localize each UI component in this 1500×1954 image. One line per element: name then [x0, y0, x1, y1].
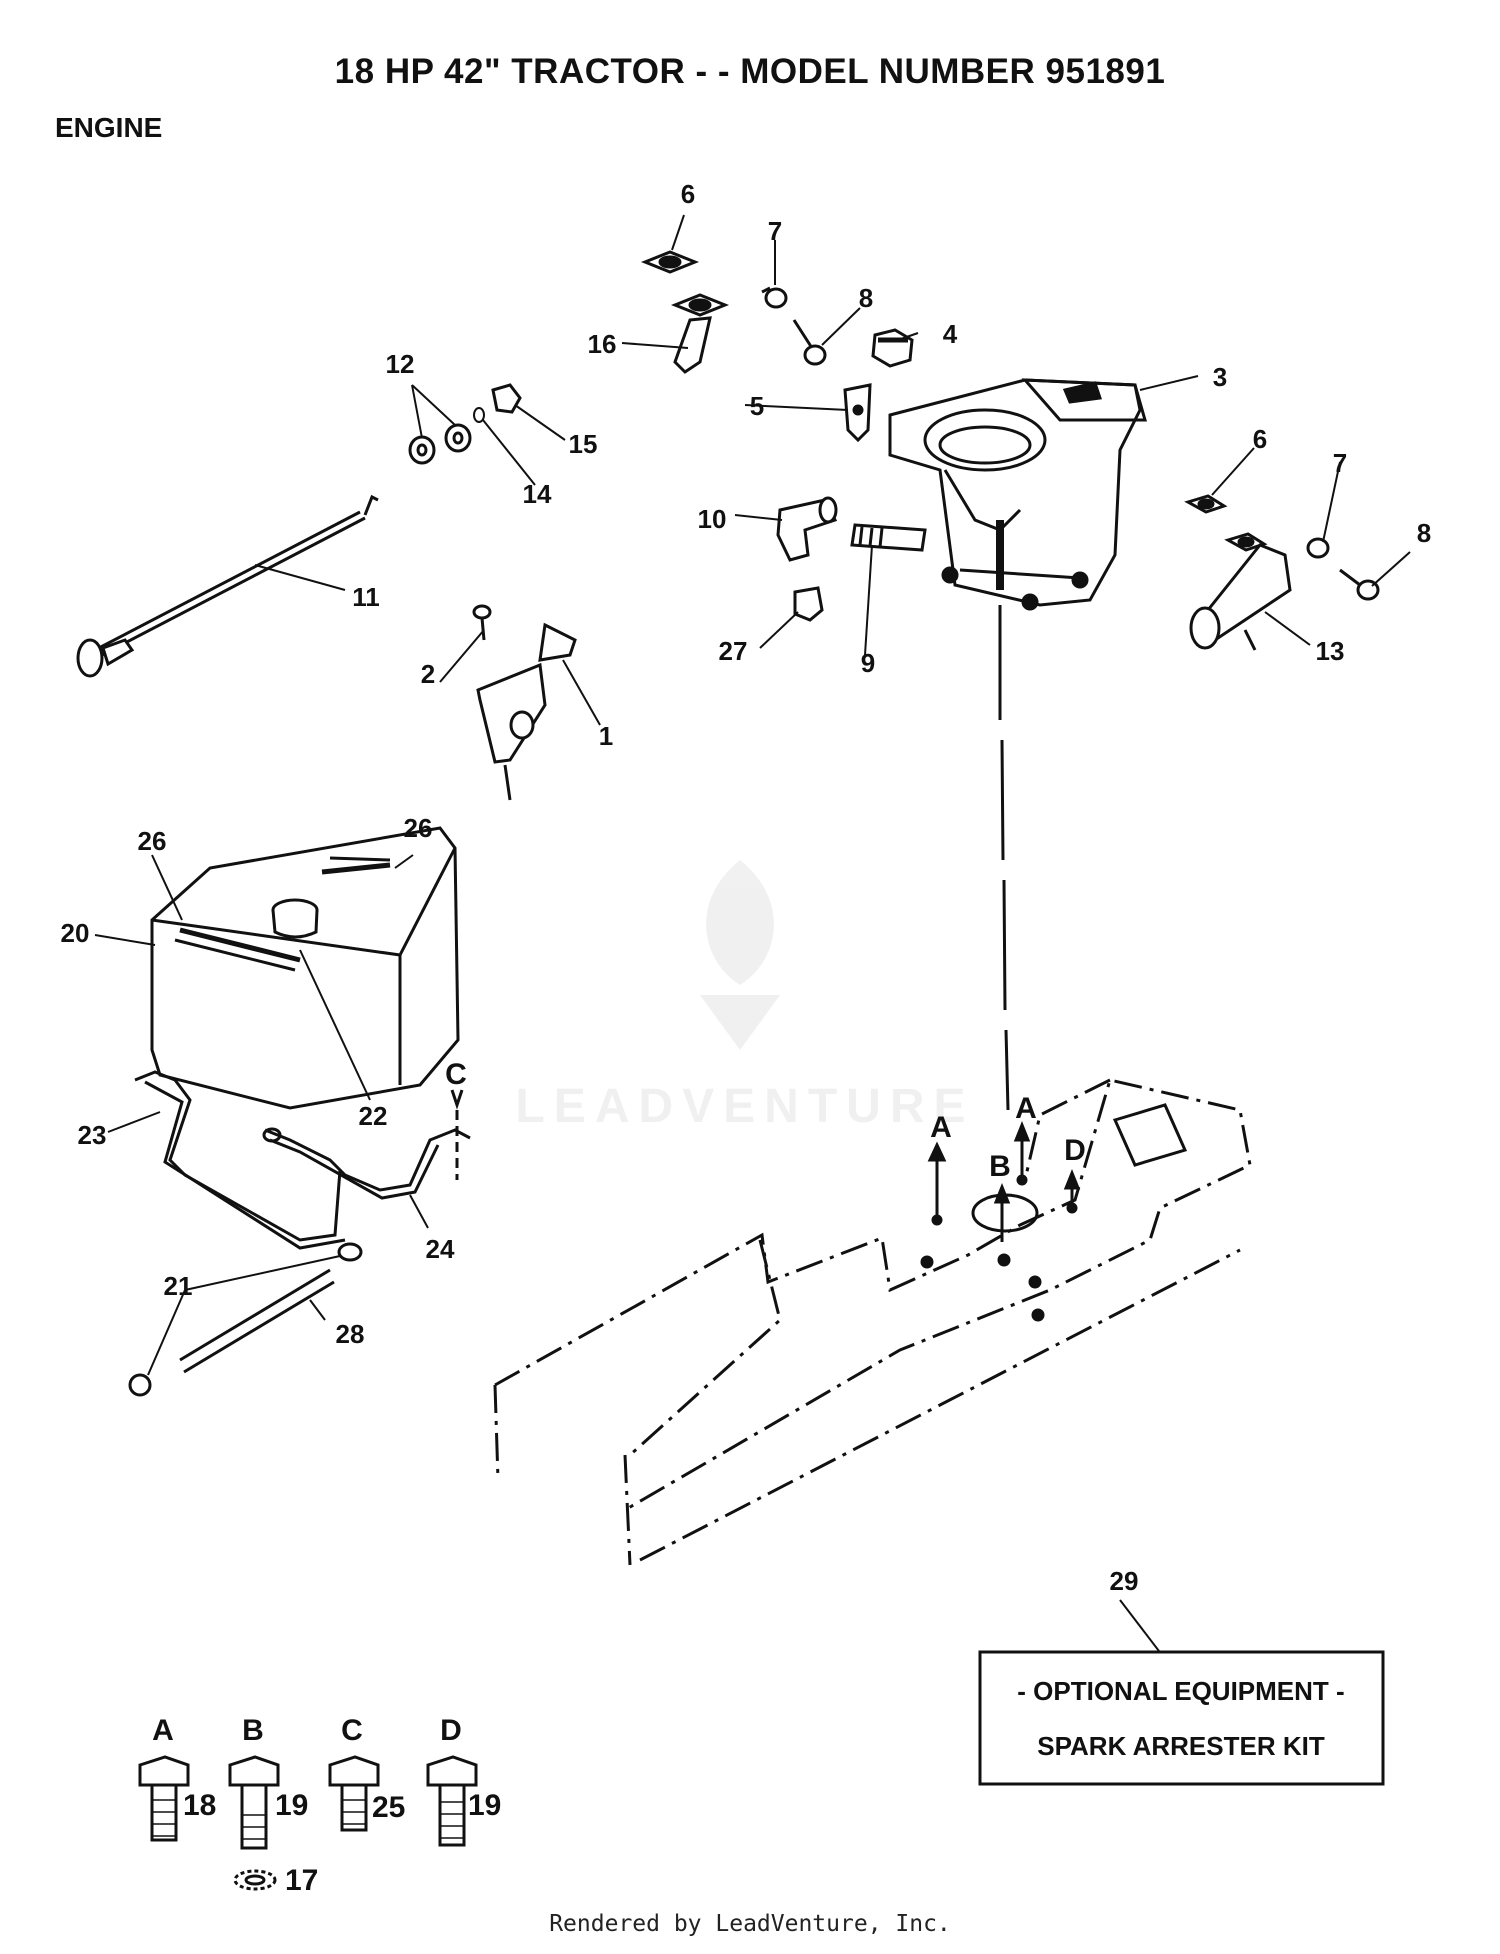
- mount-arrow-a1: [927, 1141, 947, 1226]
- callout-26-right[interactable]: 26: [404, 813, 433, 843]
- callout-27[interactable]: 27: [719, 636, 748, 666]
- v-logo-icon: [700, 995, 780, 1050]
- control-lever-part-1[interactable]: [476, 622, 577, 801]
- callout-29[interactable]: 29: [1110, 1566, 1139, 1596]
- fuel-tank-part-20[interactable]: [150, 826, 460, 1110]
- callout-11[interactable]: 11: [352, 582, 380, 612]
- watermark-text: LEADVENTURE: [515, 1080, 974, 1133]
- fastener-key: [138, 1755, 478, 1891]
- callout-26-left[interactable]: 26: [138, 826, 167, 856]
- fuel-hose-part-28[interactable]: [179, 1268, 335, 1374]
- callout-leaders: [94, 214, 1411, 1656]
- spark-arrester-kit-label: SPARK ARRESTER KIT: [1037, 1731, 1325, 1761]
- callout-8-right[interactable]: 8: [1417, 518, 1431, 548]
- diagram-title: 18 HP 42" TRACTOR - - MODEL NUMBER 95189…: [334, 52, 1166, 91]
- lock-nut-part-7-top[interactable]: [761, 286, 788, 309]
- fastener-part-19-b[interactable]: 19: [275, 1789, 308, 1822]
- fastener-part-18[interactable]: 18: [183, 1789, 216, 1822]
- callout-23[interactable]: 23: [78, 1120, 107, 1150]
- render-credit-footer: Rendered by LeadVenture, Inc.: [549, 1911, 951, 1937]
- callout-2[interactable]: 2: [421, 659, 435, 689]
- callout-16[interactable]: 16: [588, 329, 617, 359]
- callout-labels: 6 7 8 16 4 3 5 12 15 14 10 6 7 8 11 27 9…: [61, 179, 1432, 1596]
- hose-clamp-part-21[interactable]: [128, 1242, 363, 1397]
- screw-part-8-top[interactable]: [792, 319, 827, 366]
- pipe-nipple-part-9[interactable]: [850, 523, 927, 552]
- fastener-a-bolt-icon[interactable]: [138, 1755, 190, 1842]
- washer-part-12[interactable]: [408, 423, 472, 465]
- fastener-c-bolt-icon[interactable]: [328, 1755, 380, 1832]
- callout-14[interactable]: 14: [523, 479, 552, 509]
- callout-3[interactable]: 3: [1213, 362, 1227, 392]
- lock-washer-icon[interactable]: [233, 1869, 277, 1891]
- exhaust-pipe-part-13[interactable]: [1189, 543, 1292, 651]
- marker-a-left: A: [930, 1111, 952, 1144]
- callout-7-top[interactable]: 7: [768, 216, 782, 246]
- callout-22[interactable]: 22: [359, 1101, 388, 1131]
- callout-10[interactable]: 10: [698, 504, 727, 534]
- mount-arrow-d: [1063, 1168, 1081, 1214]
- callout-20[interactable]: 20: [61, 918, 90, 948]
- fastener-letter-b: B: [242, 1714, 264, 1747]
- section-label: ENGINE: [55, 112, 163, 143]
- nut-part-15[interactable]: [491, 383, 522, 414]
- fastener-key-labels: A B C D 18 19 25 19 17: [152, 1714, 501, 1897]
- mount-arrow-c: [450, 1089, 464, 1180]
- optional-equipment-box[interactable]: - OPTIONAL EQUIPMENT - SPARK ARRESTER KI…: [978, 1650, 1385, 1786]
- mount-arrow-b: [993, 1182, 1011, 1242]
- gasket-part-6-top[interactable]: [640, 250, 730, 317]
- retaining-ring-part-14[interactable]: [473, 407, 485, 423]
- marker-a-right: A: [1015, 1092, 1037, 1125]
- engine-mount-leader: [998, 605, 1010, 1111]
- callout-4[interactable]: 4: [943, 319, 958, 349]
- exhaust-pipe-part-16[interactable]: [673, 316, 712, 374]
- fastener-d-bolt-icon[interactable]: [426, 1755, 478, 1847]
- fastener-letter-a: A: [152, 1714, 174, 1747]
- callout-13[interactable]: 13: [1316, 636, 1345, 666]
- callout-6-right[interactable]: 6: [1253, 424, 1267, 454]
- callout-6-top[interactable]: 6: [681, 179, 695, 209]
- frame-details: [920, 1103, 1188, 1322]
- throttle-cable-part-11[interactable]: [76, 494, 379, 678]
- callout-8-top[interactable]: 8: [859, 283, 873, 313]
- fastener-letter-d: D: [440, 1714, 462, 1747]
- lock-nut-part-7-right[interactable]: [1306, 537, 1330, 559]
- optional-equipment-label: - OPTIONAL EQUIPMENT -: [1017, 1676, 1344, 1706]
- fastener-b-bolt-icon[interactable]: [228, 1755, 280, 1850]
- marker-c: C: [445, 1058, 467, 1091]
- callout-5[interactable]: 5: [750, 391, 764, 421]
- tractor-frame: [493, 1078, 1252, 1566]
- fuel-cap-part-22[interactable]: [271, 898, 319, 939]
- mount-arrow-a2: [1013, 1120, 1031, 1186]
- flame-logo-icon: [706, 860, 774, 985]
- mount-marker-labels: A A B C D: [445, 1058, 1086, 1183]
- oil-cap-part-4[interactable]: [871, 328, 914, 368]
- fastener-part-19-d[interactable]: 19: [468, 1789, 501, 1822]
- engine-part-3[interactable]: [888, 378, 1147, 611]
- washer-part-17[interactable]: 17: [285, 1864, 318, 1897]
- tank-strap-part-23[interactable]: [134, 1070, 346, 1250]
- callout-9[interactable]: 9: [861, 648, 875, 678]
- gasket-part-6-right[interactable]: [1184, 494, 1268, 552]
- callout-7-right[interactable]: 7: [1333, 448, 1347, 478]
- callout-21[interactable]: 21: [164, 1271, 193, 1301]
- screw-part-2[interactable]: [472, 604, 492, 641]
- marker-b: B: [989, 1150, 1011, 1183]
- plug-part-27[interactable]: [793, 586, 824, 622]
- tank-strap-part-24[interactable]: [262, 1127, 471, 1200]
- callout-1[interactable]: 1: [599, 721, 613, 751]
- fastener-letter-c: C: [341, 1714, 363, 1747]
- callout-12[interactable]: 12: [386, 349, 415, 379]
- callout-24[interactable]: 24: [426, 1234, 455, 1264]
- fastener-part-25[interactable]: 25: [372, 1791, 405, 1824]
- marker-d: D: [1064, 1134, 1086, 1167]
- leadventure-watermark: LEADVENTURE: [515, 860, 974, 1133]
- callout-15[interactable]: 15: [569, 429, 598, 459]
- callout-28[interactable]: 28: [336, 1319, 365, 1349]
- bracket-part-5[interactable]: [843, 383, 872, 443]
- elbow-fitting-part-10[interactable]: [776, 496, 838, 562]
